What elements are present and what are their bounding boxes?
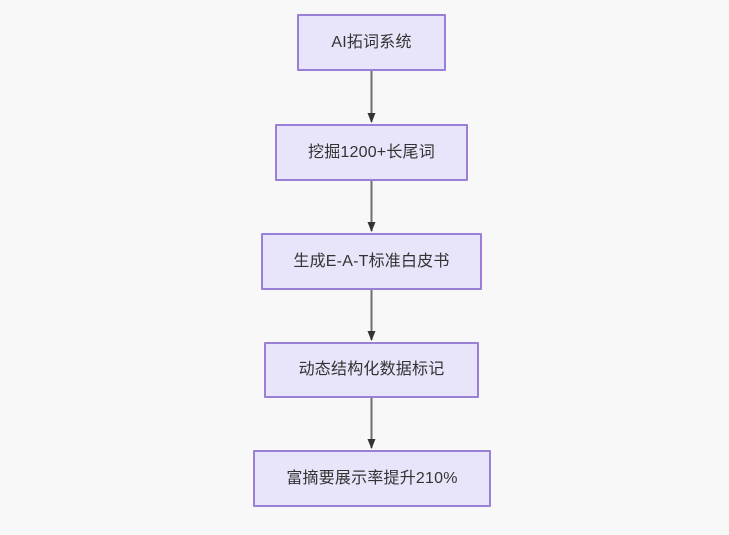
- flow-node-label: AI拓词系统: [331, 33, 412, 51]
- flow-node-mine-longtail-keywords[interactable]: 挖掘1200+长尾词: [275, 124, 468, 181]
- flow-node-dynamic-structured-data-markup[interactable]: 动态结构化数据标记: [264, 342, 479, 398]
- flow-node-generate-eat-whitepaper[interactable]: 生成E-A-T标准白皮书: [261, 233, 482, 290]
- flow-node-label: 生成E-A-T标准白皮书: [293, 252, 450, 270]
- flow-node-label: 动态结构化数据标记: [298, 361, 445, 378]
- flow-node-label: 富摘要展示率提升210%: [286, 469, 458, 487]
- flow-node-ai-keyword-system[interactable]: AI拓词系统: [297, 14, 446, 71]
- flow-node-rich-snippet-impression-uplift[interactable]: 富摘要展示率提升210%: [253, 450, 491, 507]
- flow-node-label: 挖掘1200+长尾词: [308, 143, 435, 161]
